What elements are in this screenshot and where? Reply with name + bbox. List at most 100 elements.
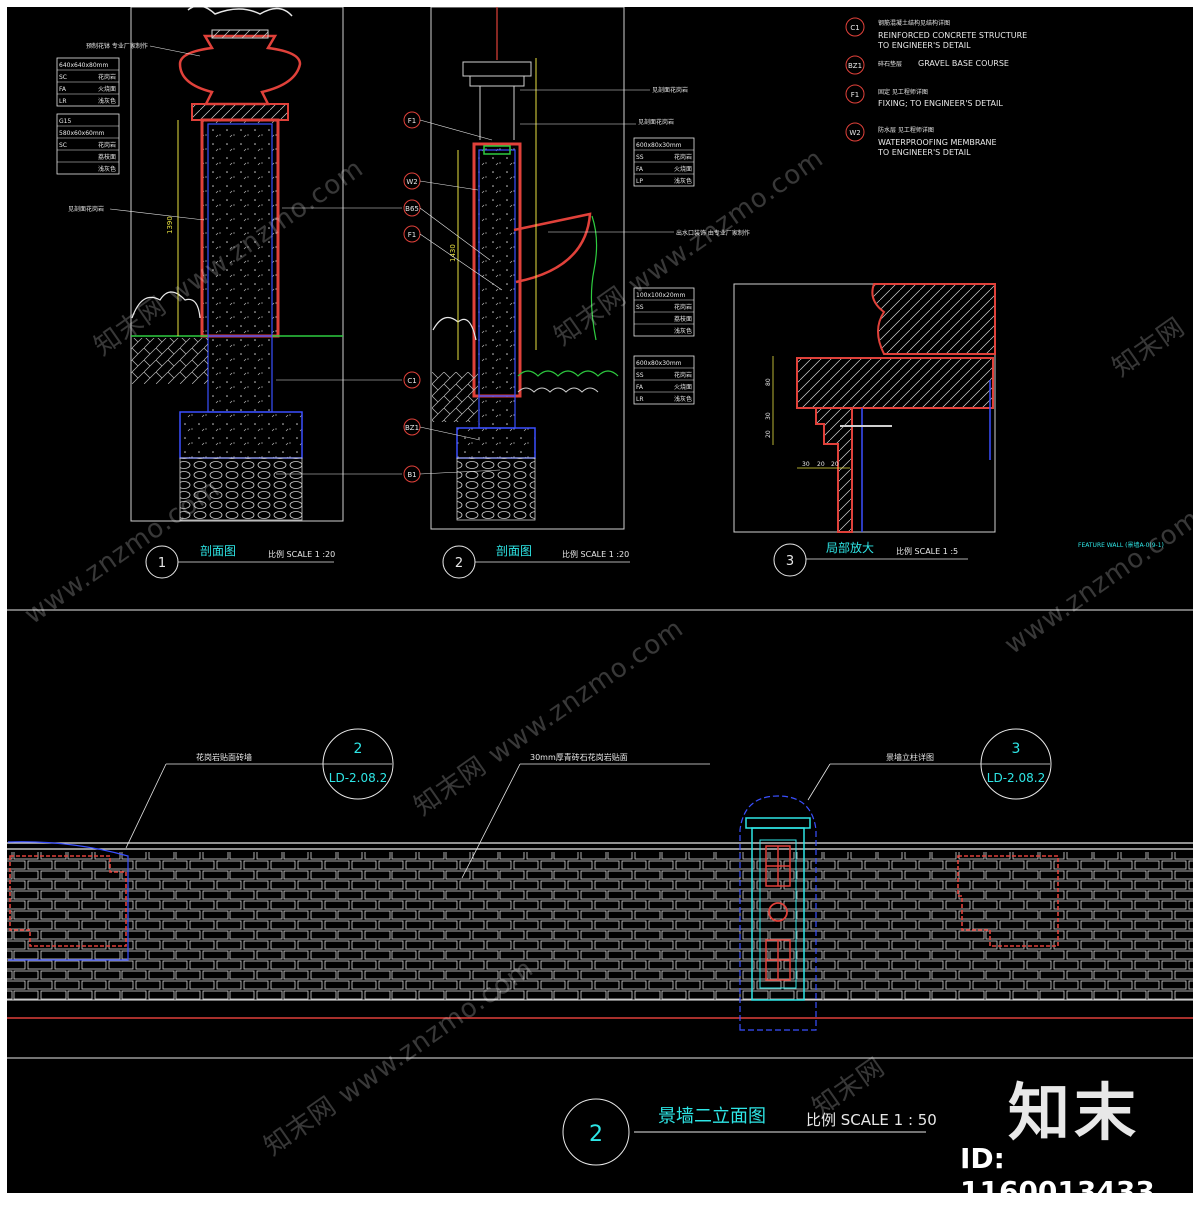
svg-text:C1: C1 [850,24,859,32]
svg-text:LR: LR [59,98,67,105]
section-2-note-3: 出水口装饰 由专业厂家制作 [676,229,750,237]
svg-text:花岗岩: 花岗岩 [98,73,116,81]
section-1-frame [130,7,344,522]
water-spout [513,212,592,284]
svg-text:W2: W2 [406,178,417,186]
svg-text:F1: F1 [408,231,416,239]
svg-text:600x80x30mm: 600x80x30mm [636,142,682,149]
svg-text:BZ1: BZ1 [405,424,419,432]
svg-text:G15: G15 [59,118,71,125]
brick-wall [7,852,1193,1000]
brand-logo: 知末 [1008,1076,1141,1149]
legend-item-bz1: BZ1 碎石垫层 GRAVEL BASE COURSE [845,55,1009,75]
svg-text:SS: SS [636,304,644,311]
svg-text:TO ENGINEER'S DETAIL: TO ENGINEER'S DETAIL [877,41,971,50]
svg-text:600x80x30mm: 600x80x30mm [636,360,682,367]
vase-top-detail [187,7,293,17]
svg-text:FA: FA [59,86,67,93]
svg-text:浅灰色: 浅灰色 [674,395,692,403]
svg-text:景墙立柱详图: 景墙立柱详图 [886,752,934,762]
svg-text:荔枝面: 荔枝面 [674,315,692,323]
svg-text:浅灰色: 浅灰色 [98,165,116,173]
section-2-spec-c: 600x80x30mm SS 花岗岩 FA 火烧面 LR 浅灰色 [633,355,695,405]
svg-text:640x640x80mm: 640x640x80mm [59,62,108,69]
detail-3-dim-4: 20 [817,461,825,468]
callout-left: 2 LD-2.08.2 花岗岩贴面砖墙 [125,728,394,849]
detail-3-title: 局部放大 [826,540,874,555]
svg-text:花岗岩: 花岗岩 [674,153,692,161]
svg-text:浅灰色: 浅灰色 [98,97,116,105]
svg-text:100x100x20mm: 100x100x20mm [636,292,685,299]
svg-text:钢筋混凝土结构见结构详图: 钢筋混凝土结构见结构详图 [878,19,950,27]
section-2-dim: 1430 [449,244,457,262]
svg-text:3: 3 [1012,741,1021,757]
callout-mid: 30mm厚青砖石花岗岩贴面 [461,752,710,879]
legend-item-f1: F1 固定 见工程师详图 FIXING; TO ENGINEER'S DETAI… [845,84,1003,108]
detail-3-frame [733,283,996,533]
svg-text:2: 2 [354,741,363,757]
section-2-spec-b: 100x100x20mm SS 花岗岩 荔枝面 浅灰色 [633,287,695,337]
svg-text:REINFORCED CONCRETE STRUCTURE: REINFORCED CONCRETE STRUCTURE [878,31,1027,40]
svg-text:花岗岩贴面砖墙: 花岗岩贴面砖墙 [196,752,252,762]
legend-item-w2: W2 防水层 见工程师详图 WATERPROOFING MEMBRANE TO … [845,122,997,157]
section-2-title: 剖面图 [496,544,532,558]
svg-text:WATERPROOFING MEMBRANE: WATERPROOFING MEMBRANE [878,138,997,147]
svg-text:防水层 见工程师详图: 防水层 见工程师详图 [878,126,934,134]
gravel-base [179,457,303,521]
elevation-title: 景墙二立面图 [658,1106,766,1127]
section-1-note-mid: 见剖面花岗岩 [68,205,104,213]
detail-3-number: 3 [786,554,794,569]
footing [179,411,303,459]
svg-text:固定 见工程师详图: 固定 见工程师详图 [878,88,928,96]
svg-text:F1: F1 [408,117,416,125]
section-2-spec-a: 600x80x30mm SS 花岗岩 FA 火烧面 LP 浅灰色 [633,137,695,187]
svg-text:浅灰色: 浅灰色 [674,327,692,335]
section-1-note-top: 预制花钵 专业厂家制作 [86,42,148,50]
legend: C1 钢筋混凝土结构见结构详图 REINFORCED CONCRETE STRU… [845,17,1027,157]
section-2-note-1: 见剖面花岗岩 [652,86,688,94]
vase [178,34,302,106]
detail-3-dim-2: 20 [765,430,772,438]
svg-text:火烧面: 火烧面 [98,85,116,93]
section-1-scale: 比例 SCALE 1 :20 [268,549,335,559]
feature-wall-label: FEATURE WALL (景墙A-0(9-1) [1078,541,1164,549]
svg-text:C1: C1 [407,377,416,385]
elevation-scale: 比例 SCALE 1 : 50 [806,1111,937,1129]
brand-id: ID: 1160013433 [960,1142,1155,1208]
section-1-dim: 1390 [166,216,174,234]
svg-text:浅灰色: 浅灰色 [674,177,692,185]
callout-right: 3 LD-2.08.2 景墙立柱详图 [807,728,1052,801]
detail-3-dim-5: 20 [831,461,839,468]
svg-text:LR: LR [636,396,644,403]
section-2-note-2: 见剖面花岗岩 [638,118,674,126]
section-2: 1430 F1 W2 B65 F1 C1 BZ1 B1 [403,7,750,579]
svg-text:火烧面: 火烧面 [674,165,692,173]
svg-text:SS: SS [636,154,644,161]
cad-drawing: 1390 640x640x80mm SC 花岗岩 FA 火烧面 LR 浅灰色 G… [7,7,1193,1166]
svg-text:SS: SS [636,372,644,379]
svg-text:花岗岩: 花岗岩 [674,303,692,311]
section-1: 1390 640x640x80mm SC 花岗岩 FA 火烧面 LR 浅灰色 G… [56,7,402,579]
cad-drawing-viewport: 1390 640x640x80mm SC 花岗岩 FA 火烧面 LR 浅灰色 G… [7,7,1193,1193]
feature-pillar [739,795,817,1031]
svg-text:TO ENGINEER'S DETAIL: TO ENGINEER'S DETAIL [877,148,971,157]
section-2-frame [430,7,625,530]
svg-text:F1: F1 [851,91,859,99]
detail-3-scale: 比例 SCALE 1 :5 [896,546,958,556]
svg-text:LP: LP [636,178,643,185]
svg-text:花岗岩: 花岗岩 [674,371,692,379]
svg-text:580x60x60mm: 580x60x60mm [59,130,105,137]
legend-item-c1: C1 钢筋混凝土结构见结构详图 REINFORCED CONCRETE STRU… [845,17,1027,50]
elevation-number: 2 [589,1122,603,1147]
svg-text:火烧面: 火烧面 [674,383,692,391]
svg-text:B65: B65 [405,205,419,213]
elevation: 2 LD-2.08.2 花岗岩贴面砖墙 30mm厚青砖石花岗岩贴面 3 LD-2… [7,728,1193,1166]
section-2-scale: 比例 SCALE 1 :20 [562,549,629,559]
shrub [131,291,201,319]
svg-text:LD-2.08.2: LD-2.08.2 [329,771,387,785]
detail-3-dim-3: 30 [802,461,810,468]
svg-text:GRAVEL BASE COURSE: GRAVEL BASE COURSE [918,59,1009,68]
brick-highlight-right [957,855,1059,947]
brick-highlight-left [9,855,127,947]
